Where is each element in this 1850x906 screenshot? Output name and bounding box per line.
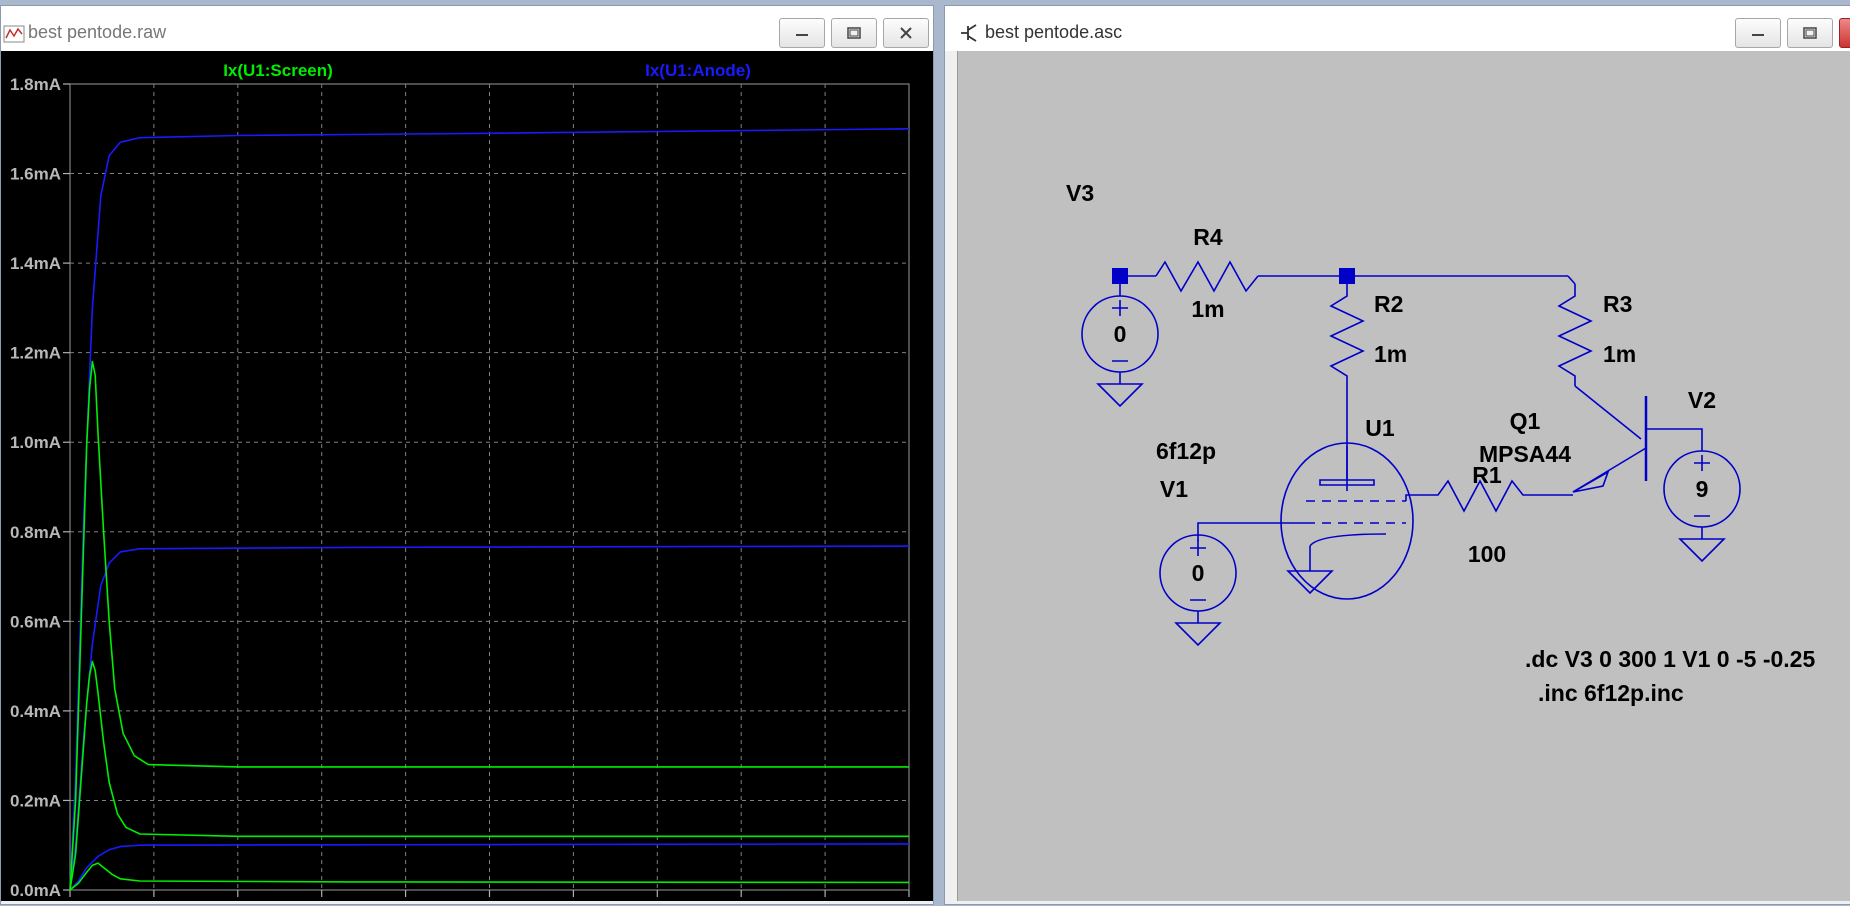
legend-screen-current[interactable]: Ix(U1:Screen): [223, 61, 333, 80]
r3-label[interactable]: R3: [1603, 291, 1632, 317]
wire[interactable]: [1567, 275, 1576, 285]
r2-resistor-symbol[interactable]: [1329, 276, 1365, 491]
y-tick-label: 1.0mA: [10, 433, 61, 452]
waveform-plot-area[interactable]: 0V 30V 60V 90V 120V 150V 180V 210V 240V 270V 300V 0…: [1, 51, 933, 906]
waveform-window-titlebar[interactable]: best pentode.raw: [1, 6, 933, 51]
v1-value[interactable]: 0: [1192, 560, 1205, 586]
schematic-drawing[interactable]: V3 0 R4 1m R2 1m R3 1m Q1 MPSA44 V2 9 U1…: [958, 51, 1850, 901]
wire[interactable]: [1646, 428, 1703, 451]
v2-label[interactable]: V2: [1688, 387, 1716, 413]
schematic-window: best pentode.asc: [944, 5, 1850, 905]
r2-value[interactable]: 1m: [1374, 341, 1407, 367]
x-tick-label: 300V: [889, 899, 929, 901]
maximize-button[interactable]: [831, 18, 877, 48]
r2-label[interactable]: R2: [1374, 291, 1403, 317]
y-tick-label: 1.4mA: [10, 254, 61, 273]
minimize-icon: [1752, 34, 1764, 36]
ground-icon[interactable]: [1678, 538, 1726, 563]
r1-value[interactable]: 100: [1468, 541, 1506, 567]
r1-label[interactable]: R1: [1472, 462, 1502, 488]
y-tick-label: 0.8mA: [10, 523, 61, 542]
wire[interactable]: [1574, 385, 1642, 440]
x-tick-label: 150V: [470, 899, 510, 901]
v3-label[interactable]: V3: [1066, 180, 1094, 206]
node-junction[interactable]: [1339, 268, 1355, 284]
ground-icon[interactable]: [1174, 622, 1222, 647]
ground-icon[interactable]: [1286, 570, 1334, 595]
cathode: [1309, 533, 1387, 547]
restore-icon: [1803, 27, 1817, 39]
y-tick-label: 1.6mA: [10, 165, 61, 184]
legend-anode-current[interactable]: Ix(U1:Anode): [645, 61, 751, 80]
schematic-app-icon: [959, 22, 981, 49]
schematic-left-gutter: [945, 51, 957, 901]
minimize-button[interactable]: [779, 18, 825, 48]
r3-value[interactable]: 1m: [1603, 341, 1636, 367]
v2-value[interactable]: 9: [1696, 476, 1709, 502]
schematic-window-title: best pentode.asc: [985, 22, 1123, 42]
u1-label[interactable]: U1: [1365, 415, 1395, 441]
minimize-icon: [796, 34, 808, 36]
q1-model[interactable]: MPSA44: [1479, 441, 1571, 467]
dc-directive[interactable]: .dc V3 0 300 1 V1 0 -5 -0.25: [1525, 646, 1815, 672]
r4-resistor-symbol[interactable]: [1155, 260, 1259, 293]
v1-label[interactable]: V1: [1160, 476, 1188, 502]
schematic-canvas[interactable]: V3 0 R4 1m R2 1m R3 1m Q1 MPSA44 V2 9 U1…: [957, 51, 1850, 901]
close-icon: [900, 27, 912, 39]
x-tick-label: 120V: [386, 899, 426, 901]
r1-resistor-symbol[interactable]: [1416, 479, 1573, 513]
u1-pentode-symbol[interactable]: [1280, 442, 1414, 600]
v3-value[interactable]: 0: [1114, 321, 1127, 347]
include-directive[interactable]: .inc 6f12p.inc: [1538, 680, 1684, 706]
x-tick-label: 60V: [223, 899, 254, 901]
y-tick-label: 0.6mA: [10, 612, 61, 631]
x-tick-label: 270V: [805, 899, 845, 901]
y-tick-label: 0.4mA: [10, 702, 61, 721]
x-tick-label: 90V: [307, 899, 338, 901]
y-tick-label: 1.2mA: [10, 344, 61, 363]
waveform-chart[interactable]: 0V 30V 60V 90V 120V 150V 180V 210V 240V 270V 300V 0…: [1, 51, 933, 906]
x-tick-label: 30V: [139, 899, 170, 901]
waveform-window-title: best pentode.raw: [28, 22, 167, 42]
maximize-button[interactable]: [1787, 18, 1833, 48]
node-junction[interactable]: [1112, 268, 1128, 284]
y-tick-label: 0.2mA: [10, 791, 61, 810]
r4-value[interactable]: 1m: [1191, 296, 1224, 322]
waveform-app-icon: [3, 24, 25, 49]
r3-resistor-symbol[interactable]: [1557, 284, 1593, 386]
close-button[interactable]: [1839, 18, 1850, 48]
close-button[interactable]: [883, 18, 929, 48]
plate: [1319, 446, 1375, 486]
screen-current-trace-5[interactable]: [69, 862, 910, 891]
u1-model[interactable]: 6f12p: [1156, 438, 1216, 464]
minimize-button[interactable]: [1735, 18, 1781, 48]
anode-current-trace-2[interactable]: [69, 843, 910, 891]
x-tick-label: 210V: [637, 899, 677, 901]
x-tick-label: 180V: [554, 899, 594, 901]
schematic-window-titlebar[interactable]: best pentode.asc: [945, 6, 1850, 51]
restore-icon: [847, 27, 861, 39]
x-tick-label: 240V: [721, 899, 761, 901]
r4-label[interactable]: R4: [1193, 224, 1223, 250]
ground-icon[interactable]: [1096, 383, 1144, 408]
screen-current-trace-4[interactable]: [69, 660, 909, 891]
x-tick-label: 0V: [60, 899, 81, 901]
q1-label[interactable]: Q1: [1510, 408, 1541, 434]
waveform-window: best pentode.raw 0V 30V 60V 90V 120V 150V 180V…: [0, 5, 934, 906]
y-tick-label: 1.8mA: [10, 75, 61, 94]
screen-current-trace-3[interactable]: [69, 360, 909, 891]
